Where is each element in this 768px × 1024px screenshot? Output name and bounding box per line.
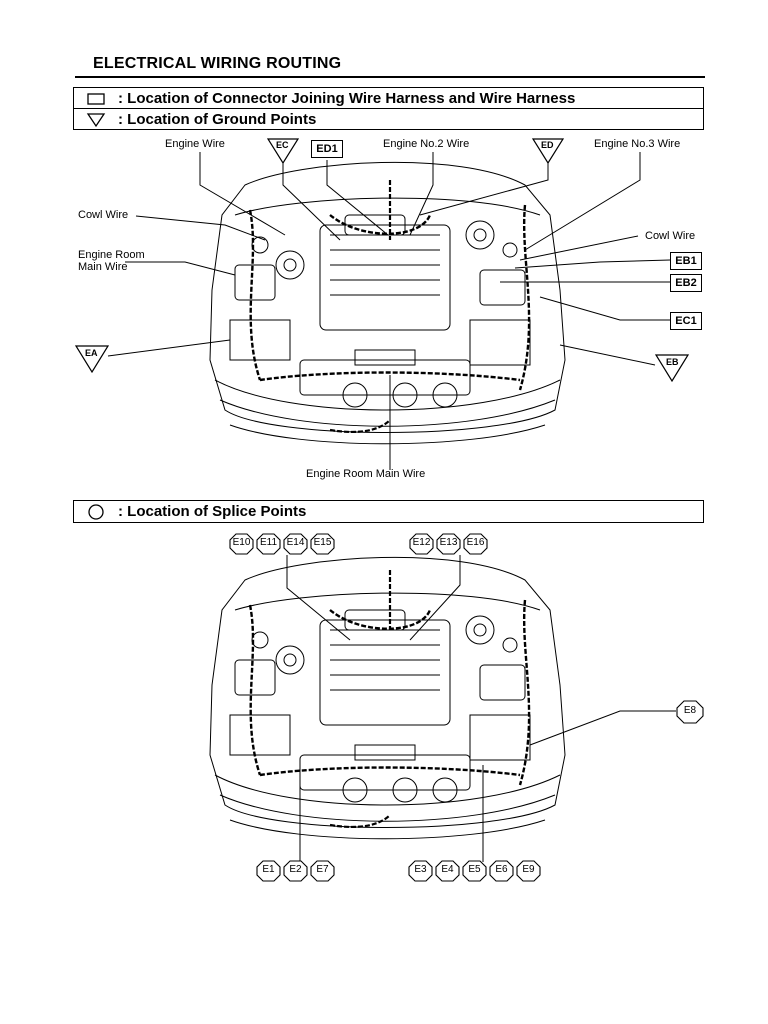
legend-divider [73,108,704,109]
splice-e3: E3 [408,860,433,882]
splice-e7-label: E7 [316,864,329,875]
splice-e15: E15 [310,533,335,555]
splice-e7: E7 [310,860,335,882]
splice-e13-label: E13 [439,537,458,548]
label-cowl-wire-right: Cowl Wire [645,230,696,242]
splice-e2: E2 [283,860,308,882]
splice-e5: E5 [462,860,487,882]
splice-group-bottom-right: E3 E4 E5 E6 E9 [408,860,541,882]
splice-e13: E13 [436,533,461,555]
splice-e6-label: E6 [495,864,508,875]
splice-e1: E1 [256,860,281,882]
splice-circle-icon [74,503,118,521]
legend-connector-text: : Location of Connector Joining Wire Har… [118,90,576,107]
splice-e4: E4 [435,860,460,882]
splice-e12-label: E12 [412,537,431,548]
splice-e10: E10 [229,533,254,555]
splice-e16: E16 [463,533,488,555]
legend-box-bottom: : Location of Splice Points [73,500,704,523]
page-title: ELECTRICAL WIRING ROUTING [93,55,342,72]
ground-triangle-icon [74,112,118,128]
splice-e16-label: E16 [466,537,485,548]
connector-eb1: EB1 [670,252,702,270]
splice-e8-label: E8 [683,705,697,716]
label-engine-room-main-wire-bottom: Engine Room Main Wire [306,468,426,480]
ground-ea: EA [74,345,110,374]
label-engine-no2-wire: Engine No.2 Wire [383,138,470,150]
label-engine-room-line1: Engine Room [78,249,145,261]
splice-group-top-left: E10 E11 E14 E15 [229,533,335,555]
label-engine-room-main-wire: Engine Room Main Wire [78,249,145,273]
connector-ec1: EC1 [670,312,702,330]
legend-box-top: : Location of Connector Joining Wire Har… [73,87,704,130]
splice-group-bottom-left: E1 E2 E7 [256,860,335,882]
ground-ec-label: EC [276,140,289,150]
splice-e11: E11 [256,533,281,555]
splice-e10-label: E10 [232,537,251,548]
ground-eb: EB [654,354,690,383]
splice-e8: E8 [676,700,704,724]
label-engine-wire: Engine Wire [165,138,225,150]
connector-square-icon [74,92,118,106]
splice-e6: E6 [489,860,514,882]
splice-e14-label: E14 [286,537,305,548]
splice-e5-label: E5 [468,864,481,875]
splice-e4-label: E4 [441,864,454,875]
legend-splice-text: : Location of Splice Points [118,503,307,520]
ground-eb-label: EB [666,357,679,367]
connector-ed1: ED1 [311,140,343,158]
ground-ea-label: EA [85,348,98,358]
splice-group-top-right: E12 E13 E16 [409,533,488,555]
label-engine-no3-wire: Engine No.3 Wire [594,138,681,150]
splice-e12: E12 [409,533,434,555]
splice-e3-label: E3 [414,864,427,875]
label-engine-room-line2: Main Wire [78,261,128,273]
splice-e14: E14 [283,533,308,555]
ground-ed-label: ED [541,140,554,150]
ground-ed: ED [531,138,565,165]
splice-e15-label: E15 [313,537,332,548]
label-cowl-wire-left: Cowl Wire [78,209,129,221]
splice-e11-label: E11 [259,537,278,548]
title-rule [75,76,705,78]
legend-ground-text: : Location of Ground Points [118,111,317,128]
splice-e9-label: E9 [522,864,535,875]
splice-e1-label: E1 [262,864,275,875]
ground-ec: EC [266,138,300,165]
engine-bay-diagram-top [107,152,671,470]
splice-e9: E9 [516,860,541,882]
splice-e2-label: E2 [289,864,302,875]
connector-eb2: EB2 [670,274,702,292]
